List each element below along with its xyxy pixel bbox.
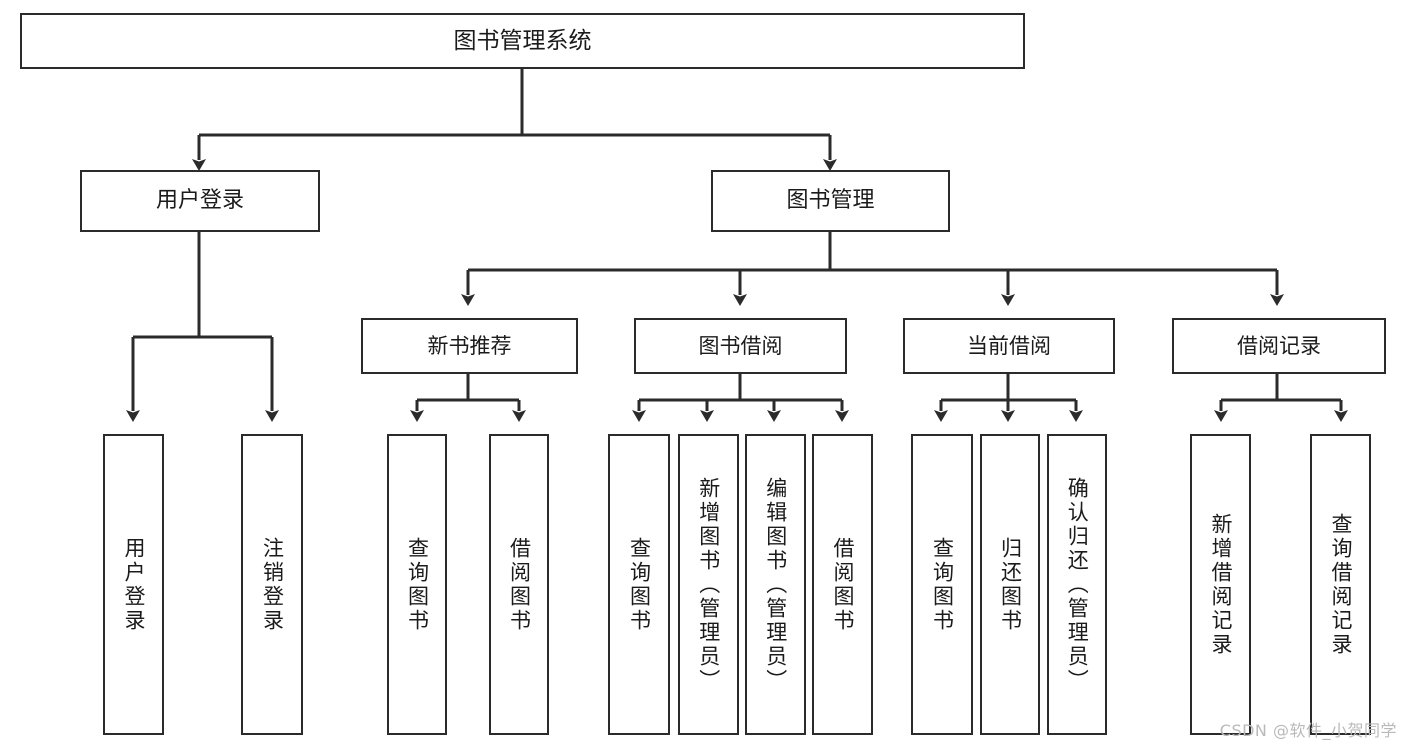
node-label: 查询图书 — [405, 536, 430, 633]
leaf-node-query-borrow-record[interactable]: 查询借阅记录 — [1310, 434, 1371, 735]
leaf-node-query-book-rec[interactable]: 查询图书 — [387, 434, 447, 735]
node-book-borrow[interactable]: 图书借阅 — [634, 318, 847, 374]
leaf-node-user-login[interactable]: 用户登录 — [103, 434, 164, 735]
node-label: 图书管理系统 — [453, 27, 592, 54]
leaf-node-borrow-book[interactable]: 借阅图书 — [812, 434, 873, 735]
node-label: 借阅图书 — [831, 536, 855, 633]
leaf-node-logout[interactable]: 注销登录 — [241, 434, 303, 735]
node-label: 注销登录 — [260, 536, 285, 633]
node-label: 图书借阅 — [698, 333, 783, 358]
node-current-borrow[interactable]: 当前借阅 — [903, 318, 1115, 374]
leaf-node-confirm-return-admin[interactable]: 确认归还（管理员） — [1047, 434, 1107, 735]
node-label: 用户登录 — [122, 536, 146, 633]
node-label: 用户登录 — [155, 188, 244, 214]
node-new-book-recommendation[interactable]: 新书推荐 — [361, 318, 578, 374]
csdn-watermark: CSDN @软件_小贺同学 — [1219, 721, 1397, 740]
node-label: 借阅记录 — [1237, 333, 1321, 358]
leaf-node-add-book-admin[interactable]: 新增图书（管理员） — [678, 434, 739, 735]
node-label: 新增图书（管理员） — [696, 476, 721, 693]
node-label: 查询借阅记录 — [1329, 512, 1353, 657]
node-label: 确认归还（管理员） — [1065, 476, 1090, 693]
leaf-node-borrow-book-rec[interactable]: 借阅图书 — [489, 434, 549, 735]
node-label: 借阅图书 — [507, 536, 532, 633]
leaf-node-edit-book-admin[interactable]: 编辑图书（管理员） — [745, 434, 806, 735]
leaf-node-return-book[interactable]: 归还图书 — [980, 434, 1040, 735]
node-user-login[interactable]: 用户登录 — [80, 170, 320, 232]
node-label: 查询图书 — [627, 536, 652, 633]
node-label: 查询图书 — [930, 536, 955, 633]
node-label: 归还图书 — [998, 536, 1023, 633]
leaf-node-add-borrow-record[interactable]: 新增借阅记录 — [1190, 434, 1251, 735]
leaf-node-query-book-borrow[interactable]: 查询图书 — [608, 434, 670, 735]
node-label: 编辑图书（管理员） — [763, 476, 788, 693]
node-label: 新增借阅记录 — [1209, 512, 1233, 657]
node-book-manage[interactable]: 图书管理 — [711, 170, 950, 232]
leaf-node-query-book-current[interactable]: 查询图书 — [911, 434, 973, 735]
node-label: 图书管理 — [786, 188, 875, 214]
node-label: 当前借阅 — [967, 333, 1051, 358]
node-borrow-record[interactable]: 借阅记录 — [1172, 318, 1386, 374]
node-label: 新书推荐 — [427, 333, 512, 358]
node-root-system[interactable]: 图书管理系统 — [20, 13, 1025, 69]
